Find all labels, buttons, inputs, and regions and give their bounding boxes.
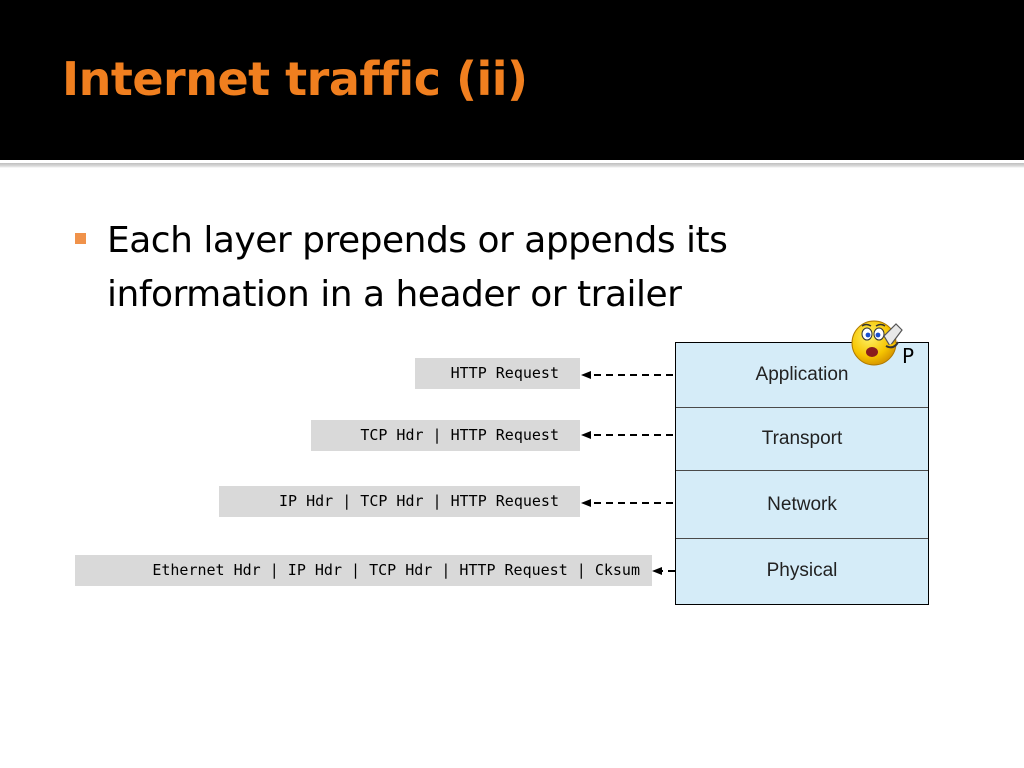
slide-title: Internet traffic (ii)	[62, 52, 528, 106]
protocol-stack: Application Transport Network Physical	[675, 342, 929, 605]
layer-physical: Physical	[766, 560, 838, 581]
bullet-marker	[75, 233, 86, 244]
side-label: P	[902, 344, 915, 368]
bullet-text: Each layer prepends or appends its infor…	[107, 220, 728, 315]
layer-application: Application	[676, 343, 928, 408]
arrowhead-network	[581, 499, 591, 507]
arrowhead-transport	[581, 431, 591, 439]
packet-application: HTTP Request	[415, 358, 580, 389]
arrowhead-application	[581, 371, 591, 379]
worried-smiley-icon	[851, 320, 903, 366]
title-divider	[0, 160, 1024, 168]
layer-network: Network	[676, 471, 928, 539]
title-bar	[0, 0, 1024, 160]
arrowhead-physical	[652, 567, 662, 575]
packet-physical: Ethernet Hdr | IP Hdr | TCP Hdr | HTTP R…	[75, 555, 652, 586]
layer-transport: Transport	[676, 408, 928, 471]
packet-network: IP Hdr | TCP Hdr | HTTP Request	[219, 486, 580, 517]
packet-transport: TCP Hdr | HTTP Request	[311, 420, 580, 451]
